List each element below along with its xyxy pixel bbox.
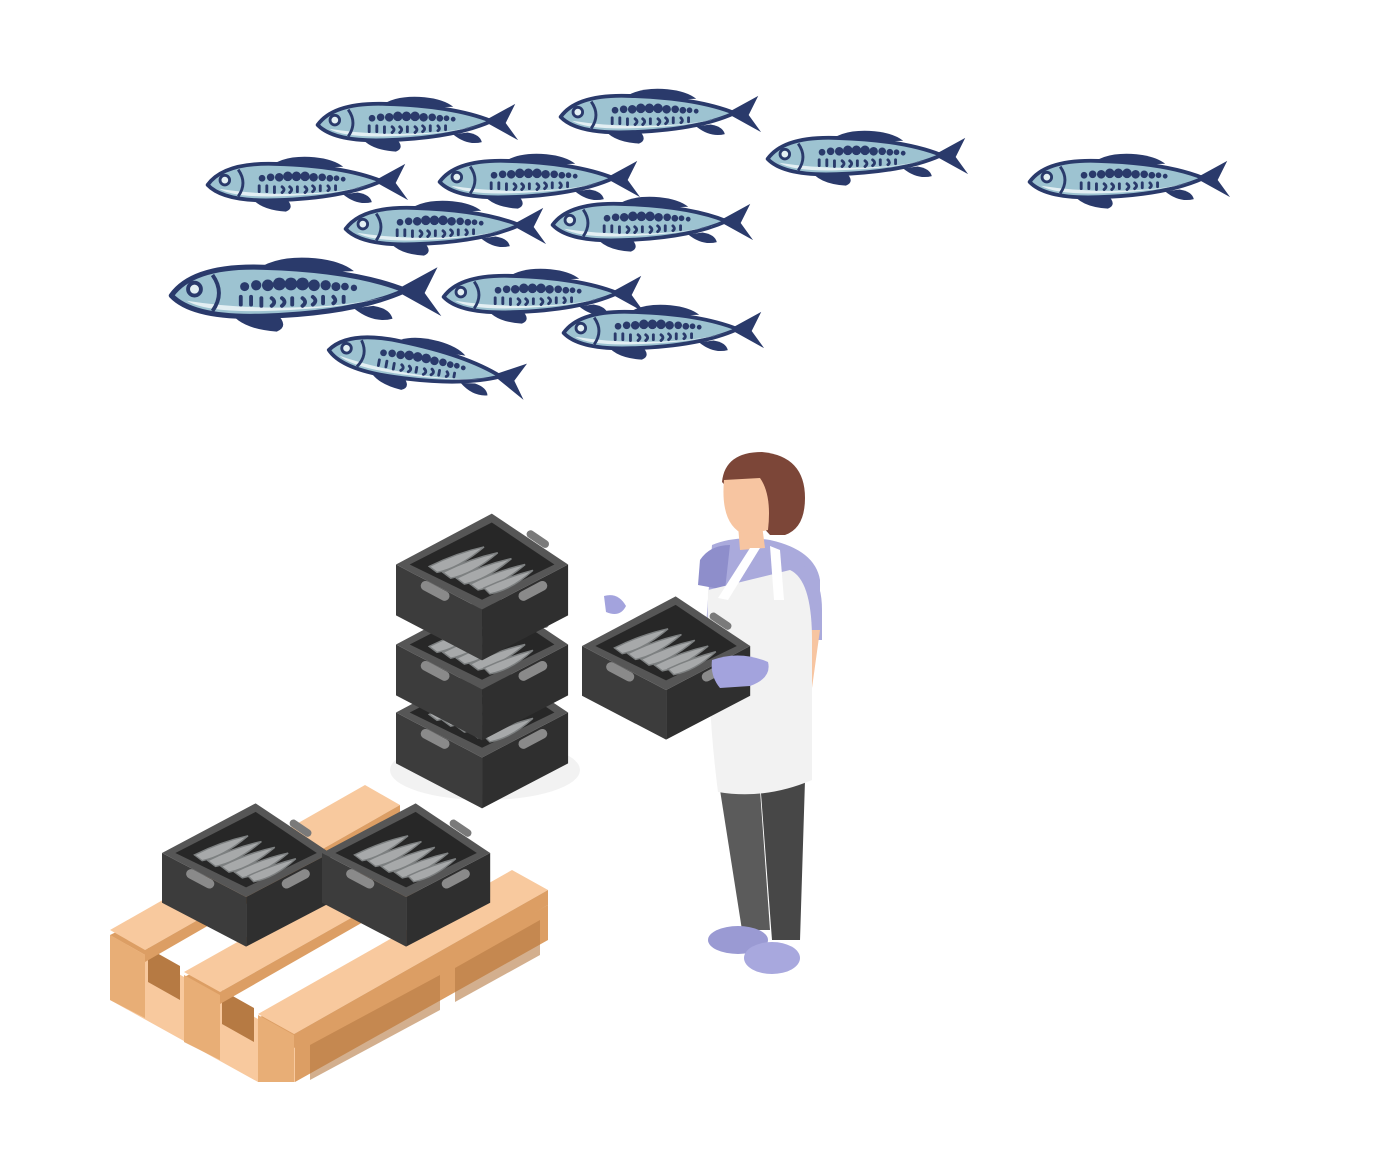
wooden-pallet (110, 785, 548, 1082)
fish (561, 302, 767, 362)
fish (558, 86, 764, 146)
fish (550, 194, 756, 254)
fish (343, 198, 549, 258)
fish (1027, 151, 1233, 211)
fish (205, 154, 411, 214)
fish (765, 128, 971, 188)
fish (322, 320, 534, 414)
fish (437, 151, 643, 211)
crate-stack (390, 512, 580, 810)
worker (581, 452, 822, 974)
fish-school (171, 86, 1233, 414)
fish (171, 258, 441, 332)
fish (315, 94, 521, 154)
